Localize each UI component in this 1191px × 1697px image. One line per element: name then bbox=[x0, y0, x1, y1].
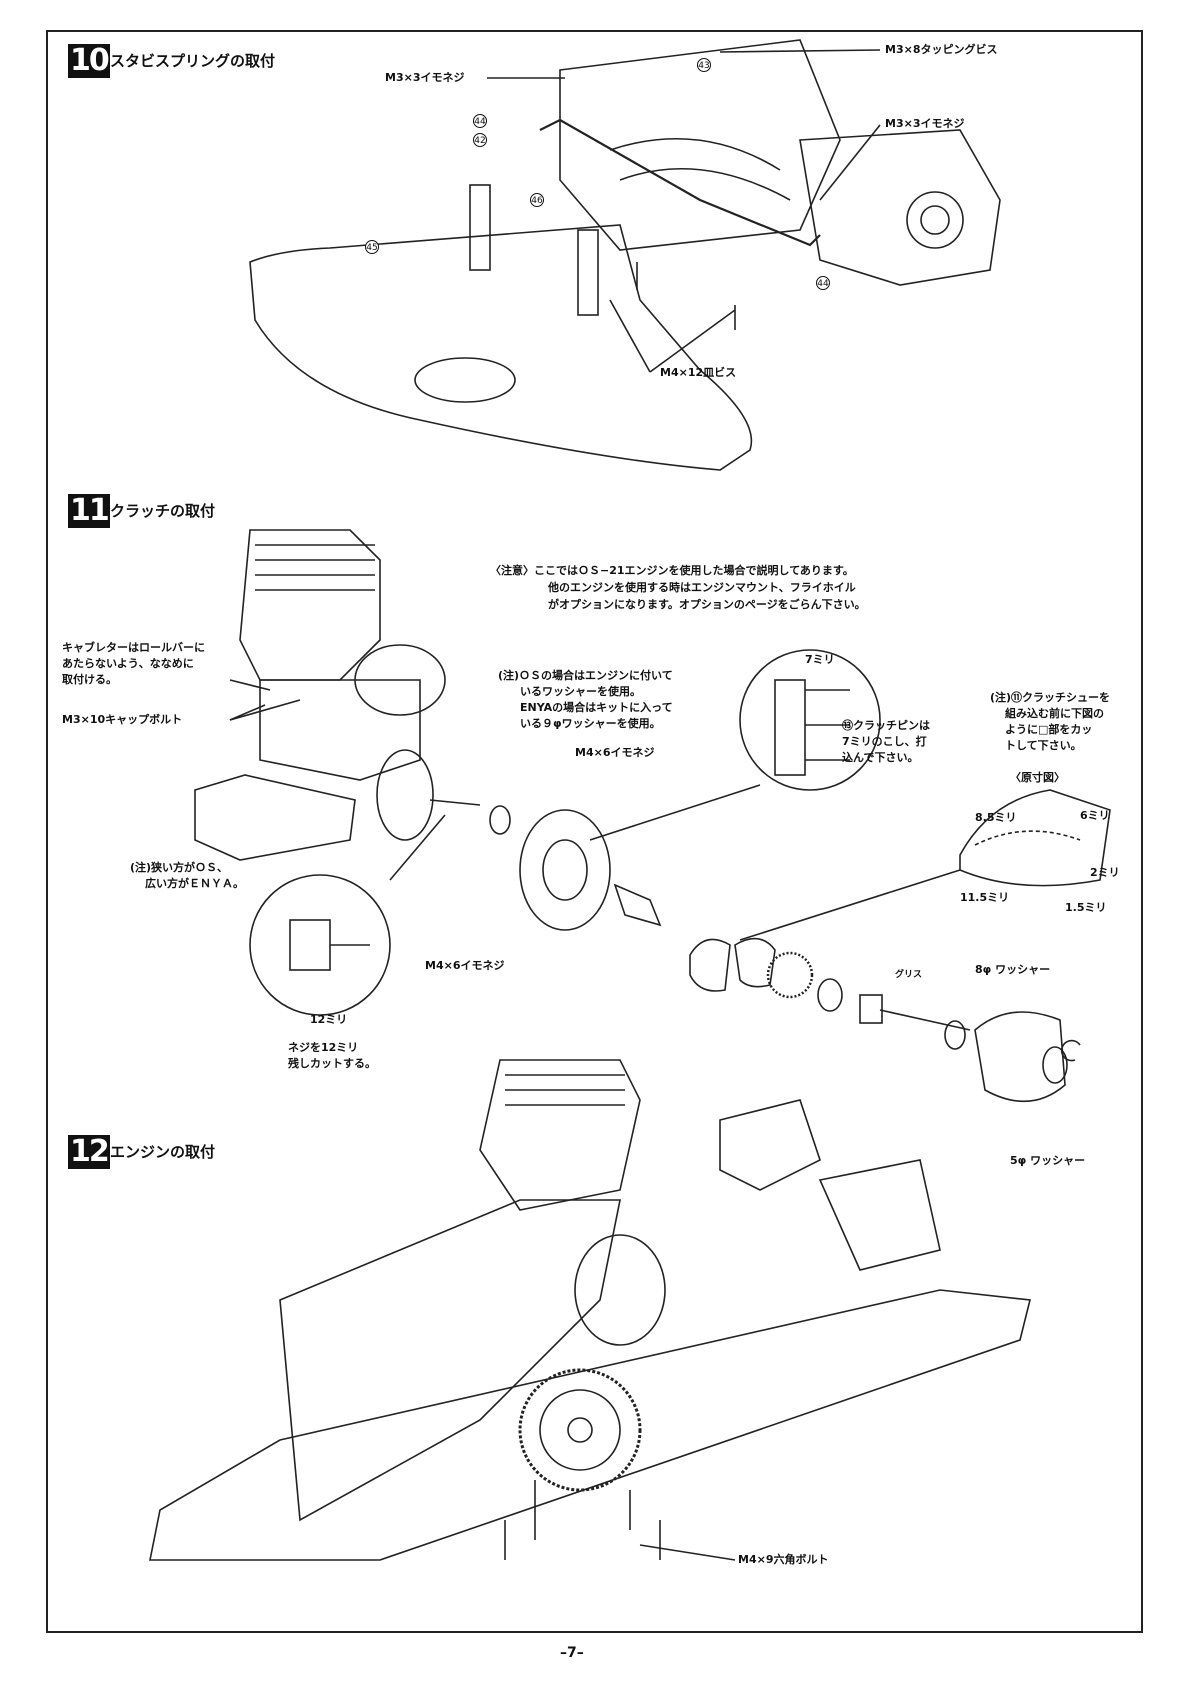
engine-head bbox=[239, 529, 381, 681]
gearbox-12 bbox=[279, 1199, 621, 1522]
callout-42: 42 bbox=[473, 133, 487, 147]
section-11-title: クラッチの取付 bbox=[110, 502, 216, 520]
label-12mm: 12ミリ bbox=[310, 1013, 348, 1026]
dim-11-5mm: 11.5ミリ bbox=[960, 891, 1010, 904]
clutch-spring bbox=[766, 951, 814, 999]
label-m3x8-tapping: M3×8タッピングビス bbox=[885, 43, 998, 56]
post-left bbox=[469, 184, 491, 271]
pin-note-1: ⑬クラッチピンは bbox=[842, 719, 930, 732]
gearbox bbox=[799, 129, 1001, 286]
chassis-plate bbox=[249, 224, 753, 471]
label-pin-7mm: 7ミリ bbox=[805, 653, 835, 666]
label-5phi-washer: 5φ ワッシャー bbox=[1010, 1154, 1086, 1167]
post-right bbox=[577, 229, 599, 316]
callout-44: 44 bbox=[473, 114, 487, 128]
dim-2mm: 2ミリ bbox=[1090, 866, 1120, 879]
page-number: –7– bbox=[560, 1645, 584, 1661]
receiver-box bbox=[818, 1159, 941, 1271]
label-m4x6-top: M4×6イモネジ bbox=[575, 746, 655, 759]
label-m3x3-setscrew-left: M3×3イモネジ bbox=[385, 71, 465, 84]
stabilizer-spring bbox=[539, 118, 821, 247]
label-m3x3-setscrew-right: M3×3イモネジ bbox=[885, 117, 965, 130]
washer-note-4: いる９φワッシャーを使用。 bbox=[520, 717, 661, 730]
clutch-bell bbox=[974, 1011, 1066, 1103]
carb-note-3: 取付ける。 bbox=[62, 673, 117, 686]
flywheel-12 bbox=[574, 1234, 666, 1346]
cut-note-1: ネジを12ミリ bbox=[288, 1041, 359, 1054]
callout-45: 45 bbox=[365, 240, 379, 254]
dim-6mm: 6ミリ bbox=[1080, 809, 1110, 822]
shoe-note-3: ように□部をカッ bbox=[1005, 723, 1093, 736]
screw-cut-detail bbox=[249, 874, 391, 1016]
callout-46: 46 bbox=[530, 193, 544, 207]
engine-mount bbox=[194, 774, 356, 861]
page-frame bbox=[46, 30, 1143, 1633]
flywheel bbox=[519, 809, 611, 931]
plate-hole bbox=[414, 357, 516, 403]
label-grease: グリス bbox=[895, 970, 923, 980]
clutch-pin-detail bbox=[739, 649, 881, 791]
section-10-number: 10 bbox=[68, 43, 110, 78]
engine-flywheel-face bbox=[376, 749, 434, 841]
section-11-number: 11 bbox=[68, 493, 110, 528]
cut-note-2: 残しカットする。 bbox=[288, 1057, 376, 1070]
main-frame bbox=[559, 39, 841, 251]
dim-8-5mm: 8.5ミリ bbox=[975, 811, 1017, 824]
label-m4x12-flat: M4×12皿ビス bbox=[660, 366, 737, 379]
shoe-note-2: 組み込む前に下図の bbox=[1005, 707, 1104, 720]
pin-note-3: 込んで下さい。 bbox=[842, 751, 919, 764]
label-m4x6-bottom: M4×6イモネジ bbox=[425, 959, 505, 972]
mount-note-1: (注)狭い方がＯＳ、 bbox=[130, 861, 229, 874]
callout-43: 43 bbox=[697, 58, 711, 72]
spur-gear bbox=[518, 1368, 642, 1492]
washer-note-3: ENYAの場合はキットに入って bbox=[520, 701, 673, 714]
carburetor bbox=[354, 644, 446, 716]
section-10-title: スタビスプリングの取付 bbox=[110, 52, 276, 70]
carb-note-2: あたらないよう、ななめに bbox=[62, 657, 194, 670]
label-m4x9-hex-bolt: M4×9六角ボルト bbox=[738, 1553, 829, 1566]
section-12-number: 12 bbox=[68, 1134, 110, 1169]
note-line-3: がオプションになります。オプションのページをごらん下さい。 bbox=[548, 598, 866, 611]
full-size-title: 〈原寸図〉 bbox=[1010, 771, 1065, 784]
clutch-nut bbox=[613, 883, 662, 927]
shoe-note-1: (注)⑪クラッチシューを bbox=[990, 691, 1111, 704]
shoe-note-4: トして下さい。 bbox=[1005, 739, 1082, 752]
chassis-12 bbox=[149, 1289, 1031, 1561]
dim-1-5mm: 1.5ミリ bbox=[1065, 901, 1107, 914]
engine-head-12 bbox=[479, 1059, 641, 1211]
label-m3x10-cap-bolt: M3×10キャップボルト bbox=[62, 713, 183, 726]
fuel-tank bbox=[719, 1099, 821, 1191]
label-8phi-washer: 8φ ワッシャー bbox=[975, 963, 1051, 976]
callout-44b: 44 bbox=[816, 276, 830, 290]
washer-note-2: いるワッシャーを使用。 bbox=[520, 685, 641, 698]
mount-note-2: 広い方がＥＮＹＡ。 bbox=[145, 877, 244, 890]
clutch-shoe bbox=[689, 938, 731, 992]
note-line-1: 〈注意〉ここではＯＳ−21エンジンを使用した場合で説明してあります。 bbox=[490, 564, 854, 577]
carb-note-1: キャブレターはロールバーに bbox=[62, 641, 205, 654]
note-line-2: 他のエンジンを使用する時はエンジンマウント、フライホイル bbox=[548, 581, 856, 594]
washer-note-1: (注)ＯＳの場合はエンジンに付いて bbox=[498, 669, 673, 682]
pin-note-2: 7ミリのこし、打 bbox=[842, 735, 927, 748]
shoe-cut-detail bbox=[959, 789, 1111, 887]
section-12-title: エンジンの取付 bbox=[110, 1143, 216, 1161]
engine-crankcase bbox=[259, 679, 421, 781]
